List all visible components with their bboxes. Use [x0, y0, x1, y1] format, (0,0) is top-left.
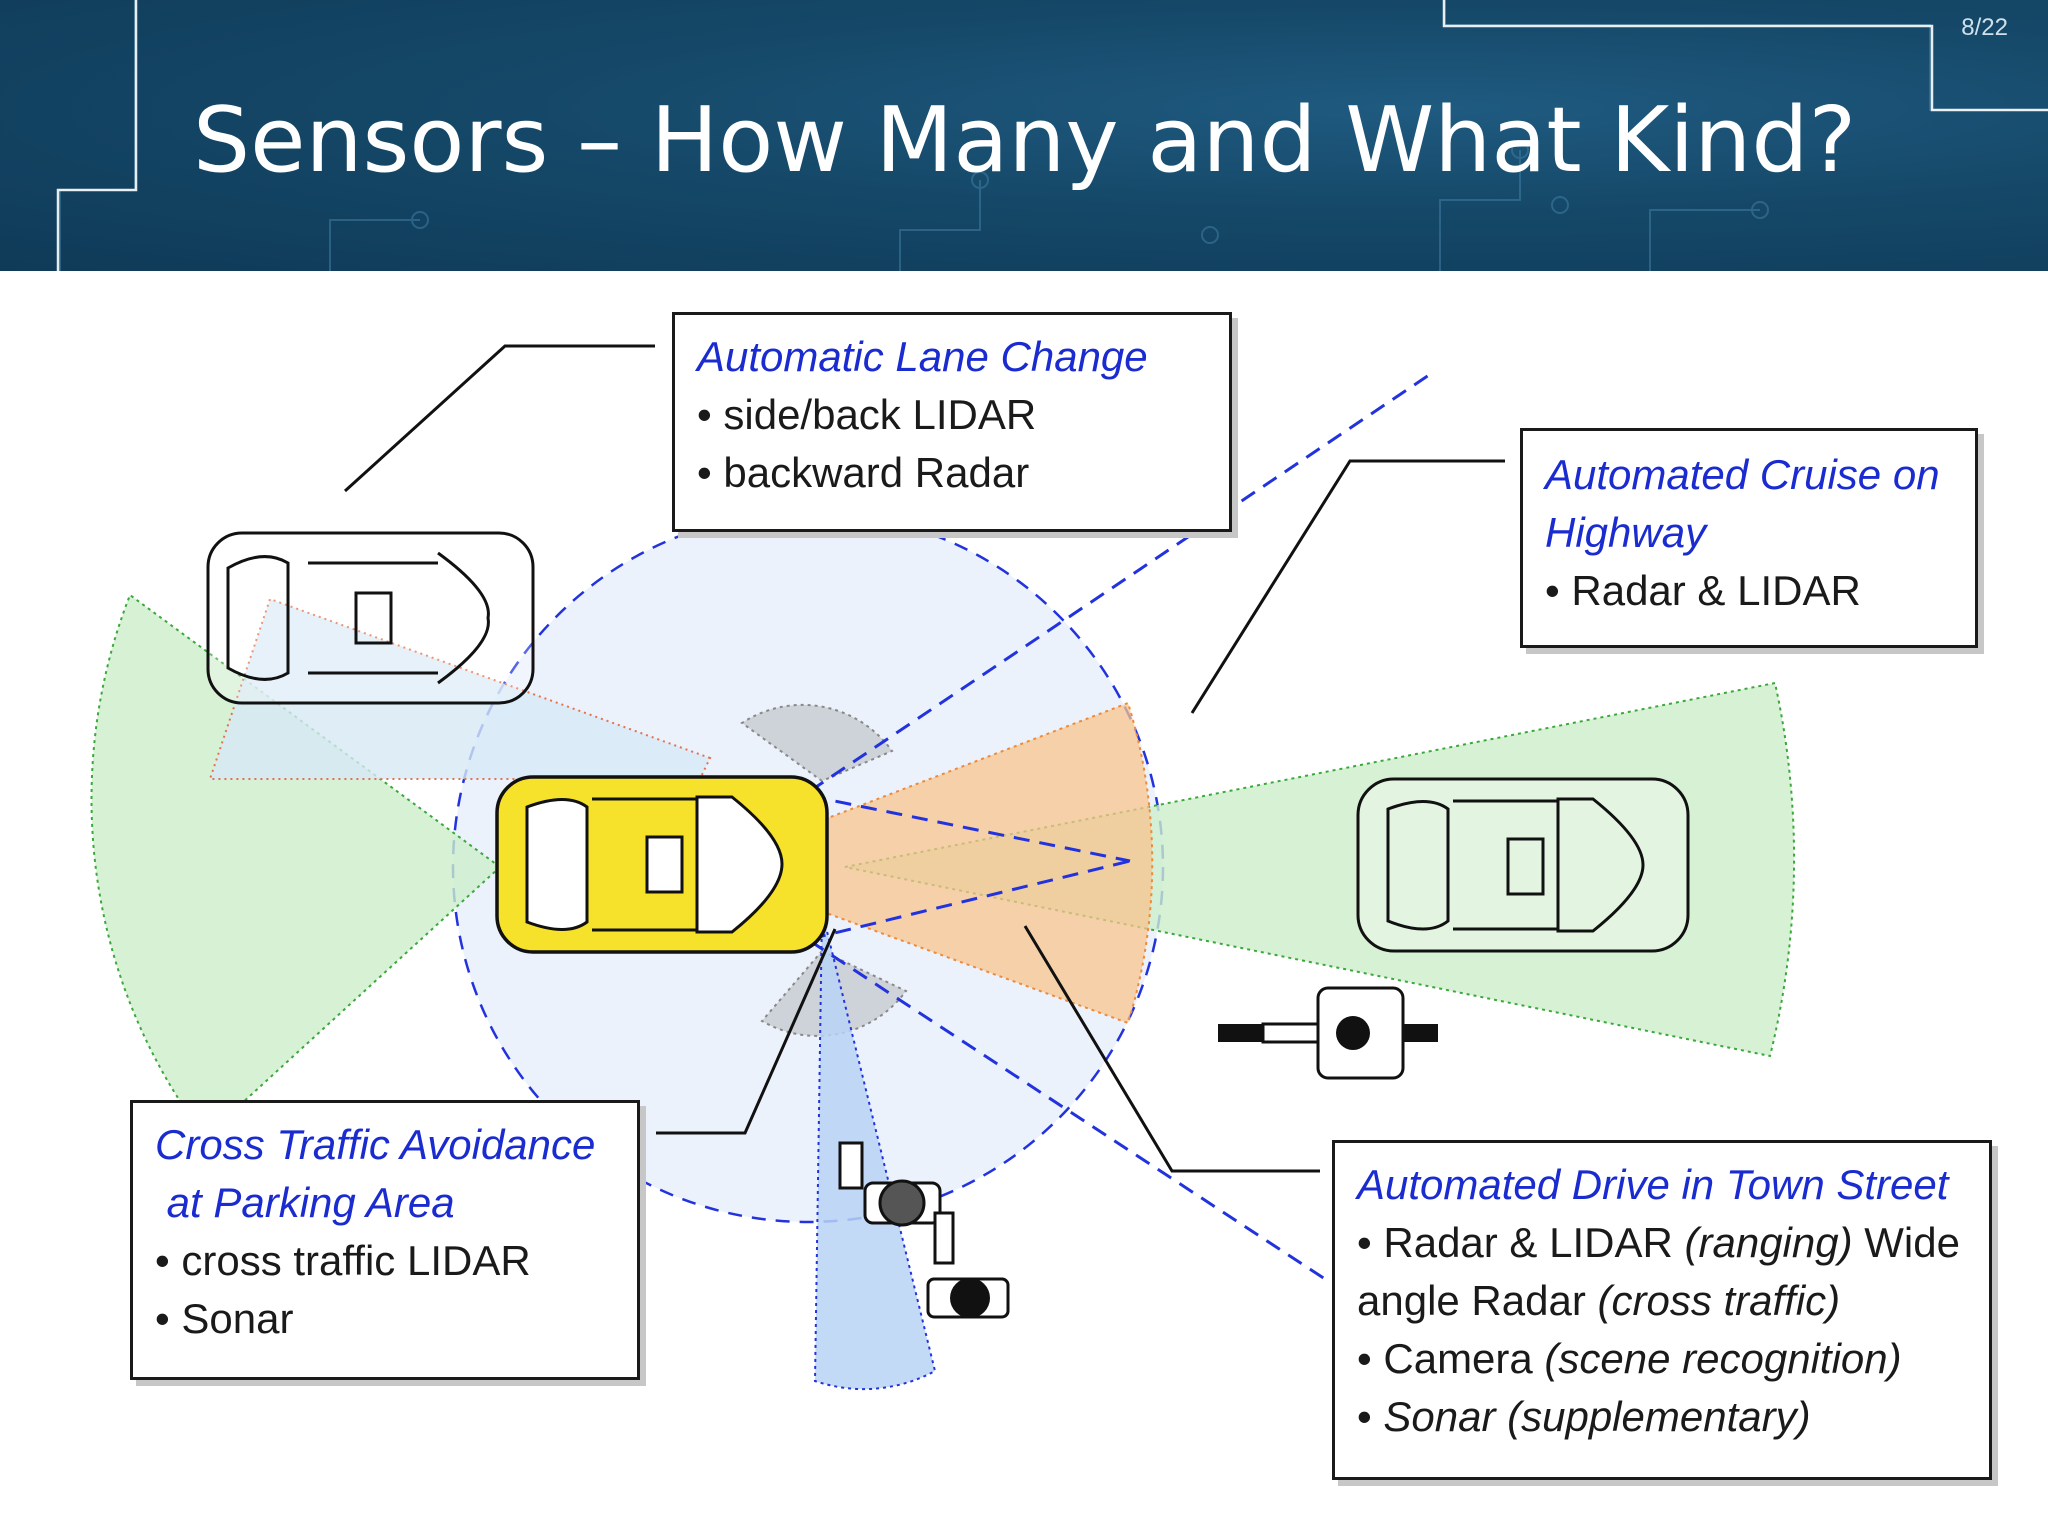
sensor-coverage-diagram: [90, 344, 1795, 1391]
item-text: angle Radar: [1357, 1277, 1598, 1324]
callout-item: • backward Radar: [697, 449, 1030, 496]
car-side-back-icon: [206, 531, 535, 705]
callout-town-street: Automated Drive in Town Street • Radar &…: [1332, 1140, 1992, 1480]
pedestrian-icon: [838, 1141, 955, 1265]
ego-car-icon: [495, 775, 829, 954]
callout-heading: at Parking Area: [155, 1179, 455, 1226]
motorcycle-icon: [1218, 986, 1438, 1080]
callout-item: • Sonar (supplementary): [1357, 1388, 1989, 1446]
slide-title: Sensors – How Many and What Kind?: [193, 88, 1857, 193]
item-note: (cross traffic): [1597, 1277, 1841, 1324]
item-note: Sonar (supplementary): [1383, 1393, 1811, 1440]
callout-heading: Automated Cruise on: [1545, 451, 1940, 498]
callout-item: • cross traffic LIDAR: [155, 1237, 531, 1284]
callout-item: • Radar & LIDAR: [1545, 567, 1861, 614]
rear-lidar-fan: [90, 593, 502, 1139]
callout-item: • Radar & LIDAR (ranging) Wide: [1357, 1214, 1989, 1272]
car-ahead-icon: [1356, 777, 1690, 953]
callout-automatic-lane-change: Automatic Lane Change • side/back LIDAR …: [672, 312, 1232, 532]
pedestrian-icon: [926, 1277, 1010, 1319]
callout-cross-traffic: Cross Traffic Avoidance at Parking Area …: [130, 1100, 640, 1380]
callout-item: angle Radar (cross traffic): [1357, 1272, 1989, 1330]
callout-item: • Sonar: [155, 1295, 294, 1342]
circuit-pattern: [56, 0, 2048, 271]
callout-heading: Highway: [1545, 509, 1707, 556]
front-radar-cone: [697, 701, 1154, 1025]
item-text: •: [1357, 1393, 1384, 1440]
item-text: • Radar & LIDAR: [1357, 1219, 1685, 1266]
front-lidar-fan: [844, 681, 1795, 1058]
item-text: • Camera: [1357, 1335, 1545, 1382]
side-back-lidar-zone: [208, 597, 712, 780]
cross-traffic-cone: [813, 910, 937, 1391]
callout-leader-lines: [343, 344, 1505, 1173]
callout-heading: Cross Traffic Avoidance: [155, 1121, 596, 1168]
item-text: Wide: [1852, 1219, 1960, 1266]
wide-angle-rays: [809, 369, 1436, 1283]
item-note: (scene recognition): [1544, 1335, 1902, 1382]
callout-automated-cruise: Automated Cruise on Highway • Radar & LI…: [1520, 428, 1978, 648]
callout-item: • Camera (scene recognition): [1357, 1330, 1989, 1388]
slide-number: 8/22: [1961, 14, 2008, 41]
item-note: (ranging): [1684, 1219, 1853, 1266]
slide-header: 8/22 Sensors – How Many and What Kind?: [0, 0, 2048, 271]
callout-item: • side/back LIDAR: [697, 391, 1037, 438]
callout-heading: Automated Drive in Town Street: [1357, 1161, 1949, 1208]
callout-heading: Automatic Lane Change: [697, 333, 1148, 380]
